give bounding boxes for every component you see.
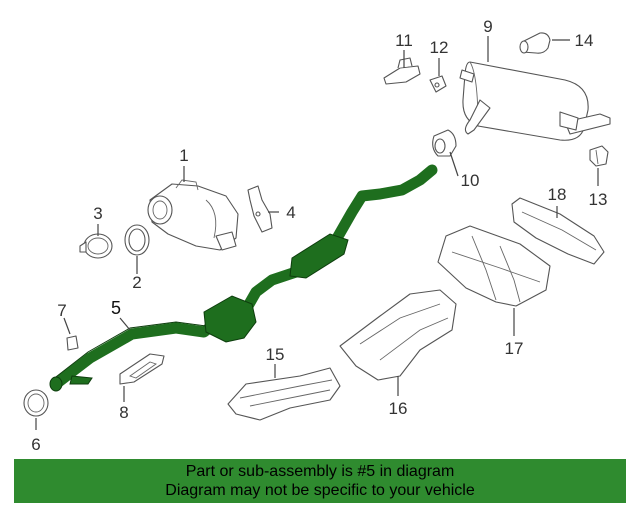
part-9-rear-muffler[interactable] <box>459 61 611 141</box>
part-18-heat-shield[interactable] <box>511 197 605 265</box>
part-8-hanger[interactable] <box>119 353 165 385</box>
callout-4: 4 <box>286 203 295 222</box>
callout-5: 5 <box>111 298 121 318</box>
part-3-clamp[interactable] <box>79 233 113 259</box>
part-4-bracket[interactable] <box>247 185 273 233</box>
part-13-sensor[interactable] <box>589 145 609 167</box>
part-5-exhaust-pipe[interactable] <box>49 164 438 392</box>
disclaimer-banner: Part or sub-assembly is #5 in diagram Di… <box>14 459 626 503</box>
pipe-hanger-tab <box>69 375 93 385</box>
part-10-clamp[interactable] <box>432 129 457 157</box>
callout-13: 13 <box>589 190 608 209</box>
part-15-heat-shield[interactable] <box>227 367 341 421</box>
callout-12: 12 <box>430 38 449 57</box>
pipe-main <box>50 164 438 390</box>
pipe-outline-top <box>51 321 207 381</box>
callout-16: 16 <box>389 399 408 418</box>
banner-line-1: Part or sub-assembly is #5 in diagram <box>185 463 455 480</box>
callout-6: 6 <box>31 435 40 454</box>
callout-9: 9 <box>483 17 492 36</box>
resonator <box>289 233 349 279</box>
callout-labels: 1 2 3 4 5 6 7 8 9 10 11 12 13 14 15 16 1… <box>31 17 607 454</box>
part-11-bracket[interactable] <box>383 57 421 85</box>
part-16-heat-shield[interactable] <box>339 289 457 381</box>
callout-1: 1 <box>179 146 188 165</box>
callout-8: 8 <box>119 403 128 422</box>
callout-3: 3 <box>93 204 102 223</box>
part-14-exhaust-tip[interactable] <box>519 32 551 54</box>
callout-10: 10 <box>461 171 480 190</box>
leader-lines <box>35 36 599 430</box>
part-2-gasket[interactable] <box>124 224 150 256</box>
callout-2: 2 <box>132 273 141 292</box>
part-7-nut[interactable] <box>66 335 79 351</box>
callout-14: 14 <box>575 31 594 50</box>
callout-7: 7 <box>57 301 66 320</box>
banner-line-2: Diagram may not be specific to your vehi… <box>165 482 475 499</box>
callout-15: 15 <box>266 345 285 364</box>
part-17-heat-shield[interactable] <box>437 225 551 307</box>
callout-11: 11 <box>395 31 413 50</box>
part-1-catalytic-converter[interactable] <box>147 179 239 251</box>
pipe-end <box>49 376 63 392</box>
part-12-hanger[interactable] <box>429 75 447 93</box>
callout-18: 18 <box>548 185 567 204</box>
callout-17: 17 <box>505 339 524 358</box>
exhaust-parts-diagram: 1 2 3 4 5 6 7 8 9 10 11 12 13 14 15 16 1… <box>23 17 611 454</box>
part-6-clamp[interactable] <box>23 389 49 417</box>
center-muffler <box>203 295 257 343</box>
